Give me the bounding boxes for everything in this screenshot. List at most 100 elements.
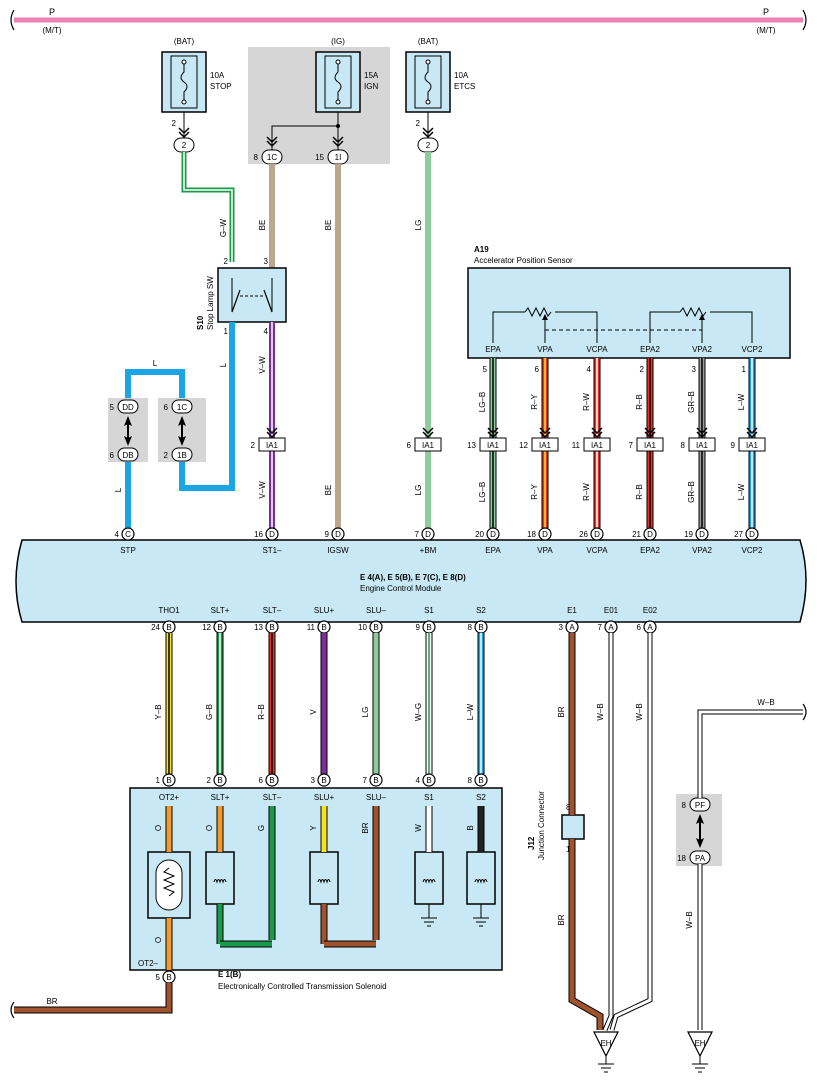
sol-inner-label-5: W — [414, 824, 423, 832]
sol-inner-label-4: BR — [361, 822, 370, 833]
ecm-bot-name-7: E1 — [567, 606, 577, 615]
ecm-top-0-pin: 4 — [115, 530, 120, 539]
ecm-top-8-pin: 19 — [684, 530, 693, 539]
ecm-bot-3-pin: 11 — [307, 623, 316, 632]
sol-inner-label-2: G — [257, 825, 266, 831]
sol-top-name-0: OT2+ — [159, 793, 180, 802]
ecm-top-0-letter: C — [125, 530, 131, 539]
ia1-1-code: IA1 — [422, 441, 435, 450]
mid-wire-label-2: R–B — [257, 704, 266, 720]
sol-top-3-letter: B — [321, 776, 326, 785]
ia1-1-box — [414, 437, 442, 452]
sol-top-4-letter: B — [373, 776, 378, 785]
transmission-solenoid: E 1(B) Electronically Controlled Transmi… — [129, 787, 503, 991]
ecm-bot-8-letter: A — [608, 623, 614, 632]
ecm-bot-2-pin: 13 — [254, 623, 263, 632]
ecm-bot-9-pin: 6 — [637, 623, 642, 632]
fuse-etcs-pin: 2 — [416, 119, 421, 128]
mid-wire-label-9: W–B — [635, 703, 644, 720]
ecm-bot-5-letter: B — [426, 623, 431, 632]
ecm-top-1-pin: 16 — [254, 530, 263, 539]
ecm-bot-3-letter: B — [321, 623, 326, 632]
engine-control-module: E 4(A), E 5(B), E 7(C), E 8(D) Engine Co… — [15, 539, 807, 623]
fuse-etcs: (BAT) 10A ETCS 2 2 — [405, 37, 475, 153]
wire-wb-e01 — [603, 633, 613, 1031]
ecm-top-4-circle — [486, 527, 500, 541]
conn-1c-pin: 6 — [164, 403, 169, 412]
ecm-top-name-1: ST1– — [262, 546, 282, 555]
stop-lamp-switch: 2 3 1 4 S10 Stop Lamp SW — [196, 257, 287, 336]
conn-1b-pin: 2 — [164, 451, 169, 460]
ecm-top-name-6: VCPA — [586, 546, 608, 555]
sensor-term-3: EPA2 — [640, 345, 660, 354]
conn-dd-pin: 5 — [110, 403, 115, 412]
sensor-pin-1: 6 — [535, 365, 540, 374]
sensor-wire-bottom-label-1: R–Y — [530, 484, 539, 500]
fuse-etcs-name: ETCS — [454, 82, 475, 91]
fuse-ign-rating: 15A — [364, 71, 379, 80]
sw-code: S10 — [196, 315, 205, 330]
sensor-wire-bottom-label-4: GR–B — [687, 481, 696, 503]
ground-triangle-0 — [593, 1031, 619, 1058]
dynamic-layer: EPA5LG–BLG–BVPA6R–YR–YVCPA4R–WR–WEPA22R–… — [10, 345, 807, 1073]
ia1-4-box — [583, 437, 611, 452]
sol-inner-label-3: Y — [309, 825, 318, 831]
wire-l2-label: L — [153, 359, 158, 368]
sensor-term-2: VCPA — [586, 345, 608, 354]
ecm-top-6-letter: D — [594, 530, 600, 539]
ecm-top-name-7: EPA2 — [640, 546, 660, 555]
ia1-7-pin: 9 — [731, 441, 736, 450]
ia1-6-pin: 8 — [681, 441, 686, 450]
wire-vw: V–W V–W — [258, 322, 275, 528]
ecm-top-2-letter: D — [335, 530, 341, 539]
wire-vw2-label: V–W — [258, 481, 267, 499]
ecm-bot-name-3: SLU+ — [314, 606, 335, 615]
fuse-stop-conn: 2 — [182, 141, 187, 150]
sensor-pin-2: 4 — [587, 365, 592, 374]
ia1-3-pin: 12 — [519, 441, 528, 450]
fuse-etcs-conn: 2 — [426, 141, 431, 150]
power-rail: P (M/T) P (M/T) — [10, 7, 807, 35]
fuse-stop-rating: 10A — [210, 71, 225, 80]
wire-lg2-label: LG — [414, 485, 423, 496]
fuse-etcs-rating: 10A — [454, 71, 469, 80]
ia1-5-code: IA1 — [644, 441, 657, 450]
mid-wire-label-3: V — [309, 709, 318, 715]
sol-top-4-pin: 7 — [363, 776, 368, 785]
wb-break-icon — [802, 703, 807, 721]
wire-l1-label: L — [219, 362, 228, 367]
sol-top-0-pin: 1 — [156, 776, 161, 785]
ecm-bot-9-letter: A — [647, 623, 653, 632]
sol-bottom-pin: 5 — [156, 973, 161, 982]
wire-be1-label: BE — [258, 220, 267, 231]
pf-wire-bottom-label: W–B — [685, 911, 694, 928]
sol-top-6-circle — [474, 773, 488, 787]
ecm-bot-name-4: SLU– — [366, 606, 387, 615]
mid-wire-label-0: Y–B — [154, 704, 163, 719]
ecm-bot-1-letter: B — [217, 623, 222, 632]
sensor-term-1: VPA — [537, 345, 553, 354]
fuse-etcs-source: (BAT) — [418, 37, 439, 46]
ecm-top-8-letter: D — [699, 530, 705, 539]
sol-top-5-pin: 4 — [416, 776, 421, 785]
sol-out-wire — [14, 983, 172, 1013]
sol-top-name-6: S2 — [476, 793, 486, 802]
sol-top-6-letter: B — [478, 776, 483, 785]
mid-wire-label-6: L–W — [466, 703, 475, 720]
ecm-top-8-circle — [695, 527, 709, 541]
sol-top-name-4: SLU– — [366, 793, 387, 802]
ecm-bot-name-6: S2 — [476, 606, 486, 615]
ecm-top-name-4: EPA — [485, 546, 501, 555]
wire-vw1-label: V–W — [258, 356, 267, 374]
accelerator-position-sensor: A19 Accelerator Position Sensor — [467, 245, 791, 359]
ecm-bot-name-1: SLT+ — [211, 606, 230, 615]
ign-conn-b: 1I — [335, 153, 342, 162]
conn-db: DB — [122, 451, 133, 460]
mid-wire-label-7: BR — [557, 706, 566, 717]
wire-wb-pf-outline — [697, 709, 803, 798]
conn-pf: PF — [695, 801, 705, 810]
rail-right-label: P — [763, 7, 769, 17]
ecm-bot-1-pin: 12 — [202, 623, 211, 632]
ecm-bot-0-pin: 24 — [151, 623, 160, 632]
ecm-bot-5-pin: 9 — [416, 623, 421, 632]
